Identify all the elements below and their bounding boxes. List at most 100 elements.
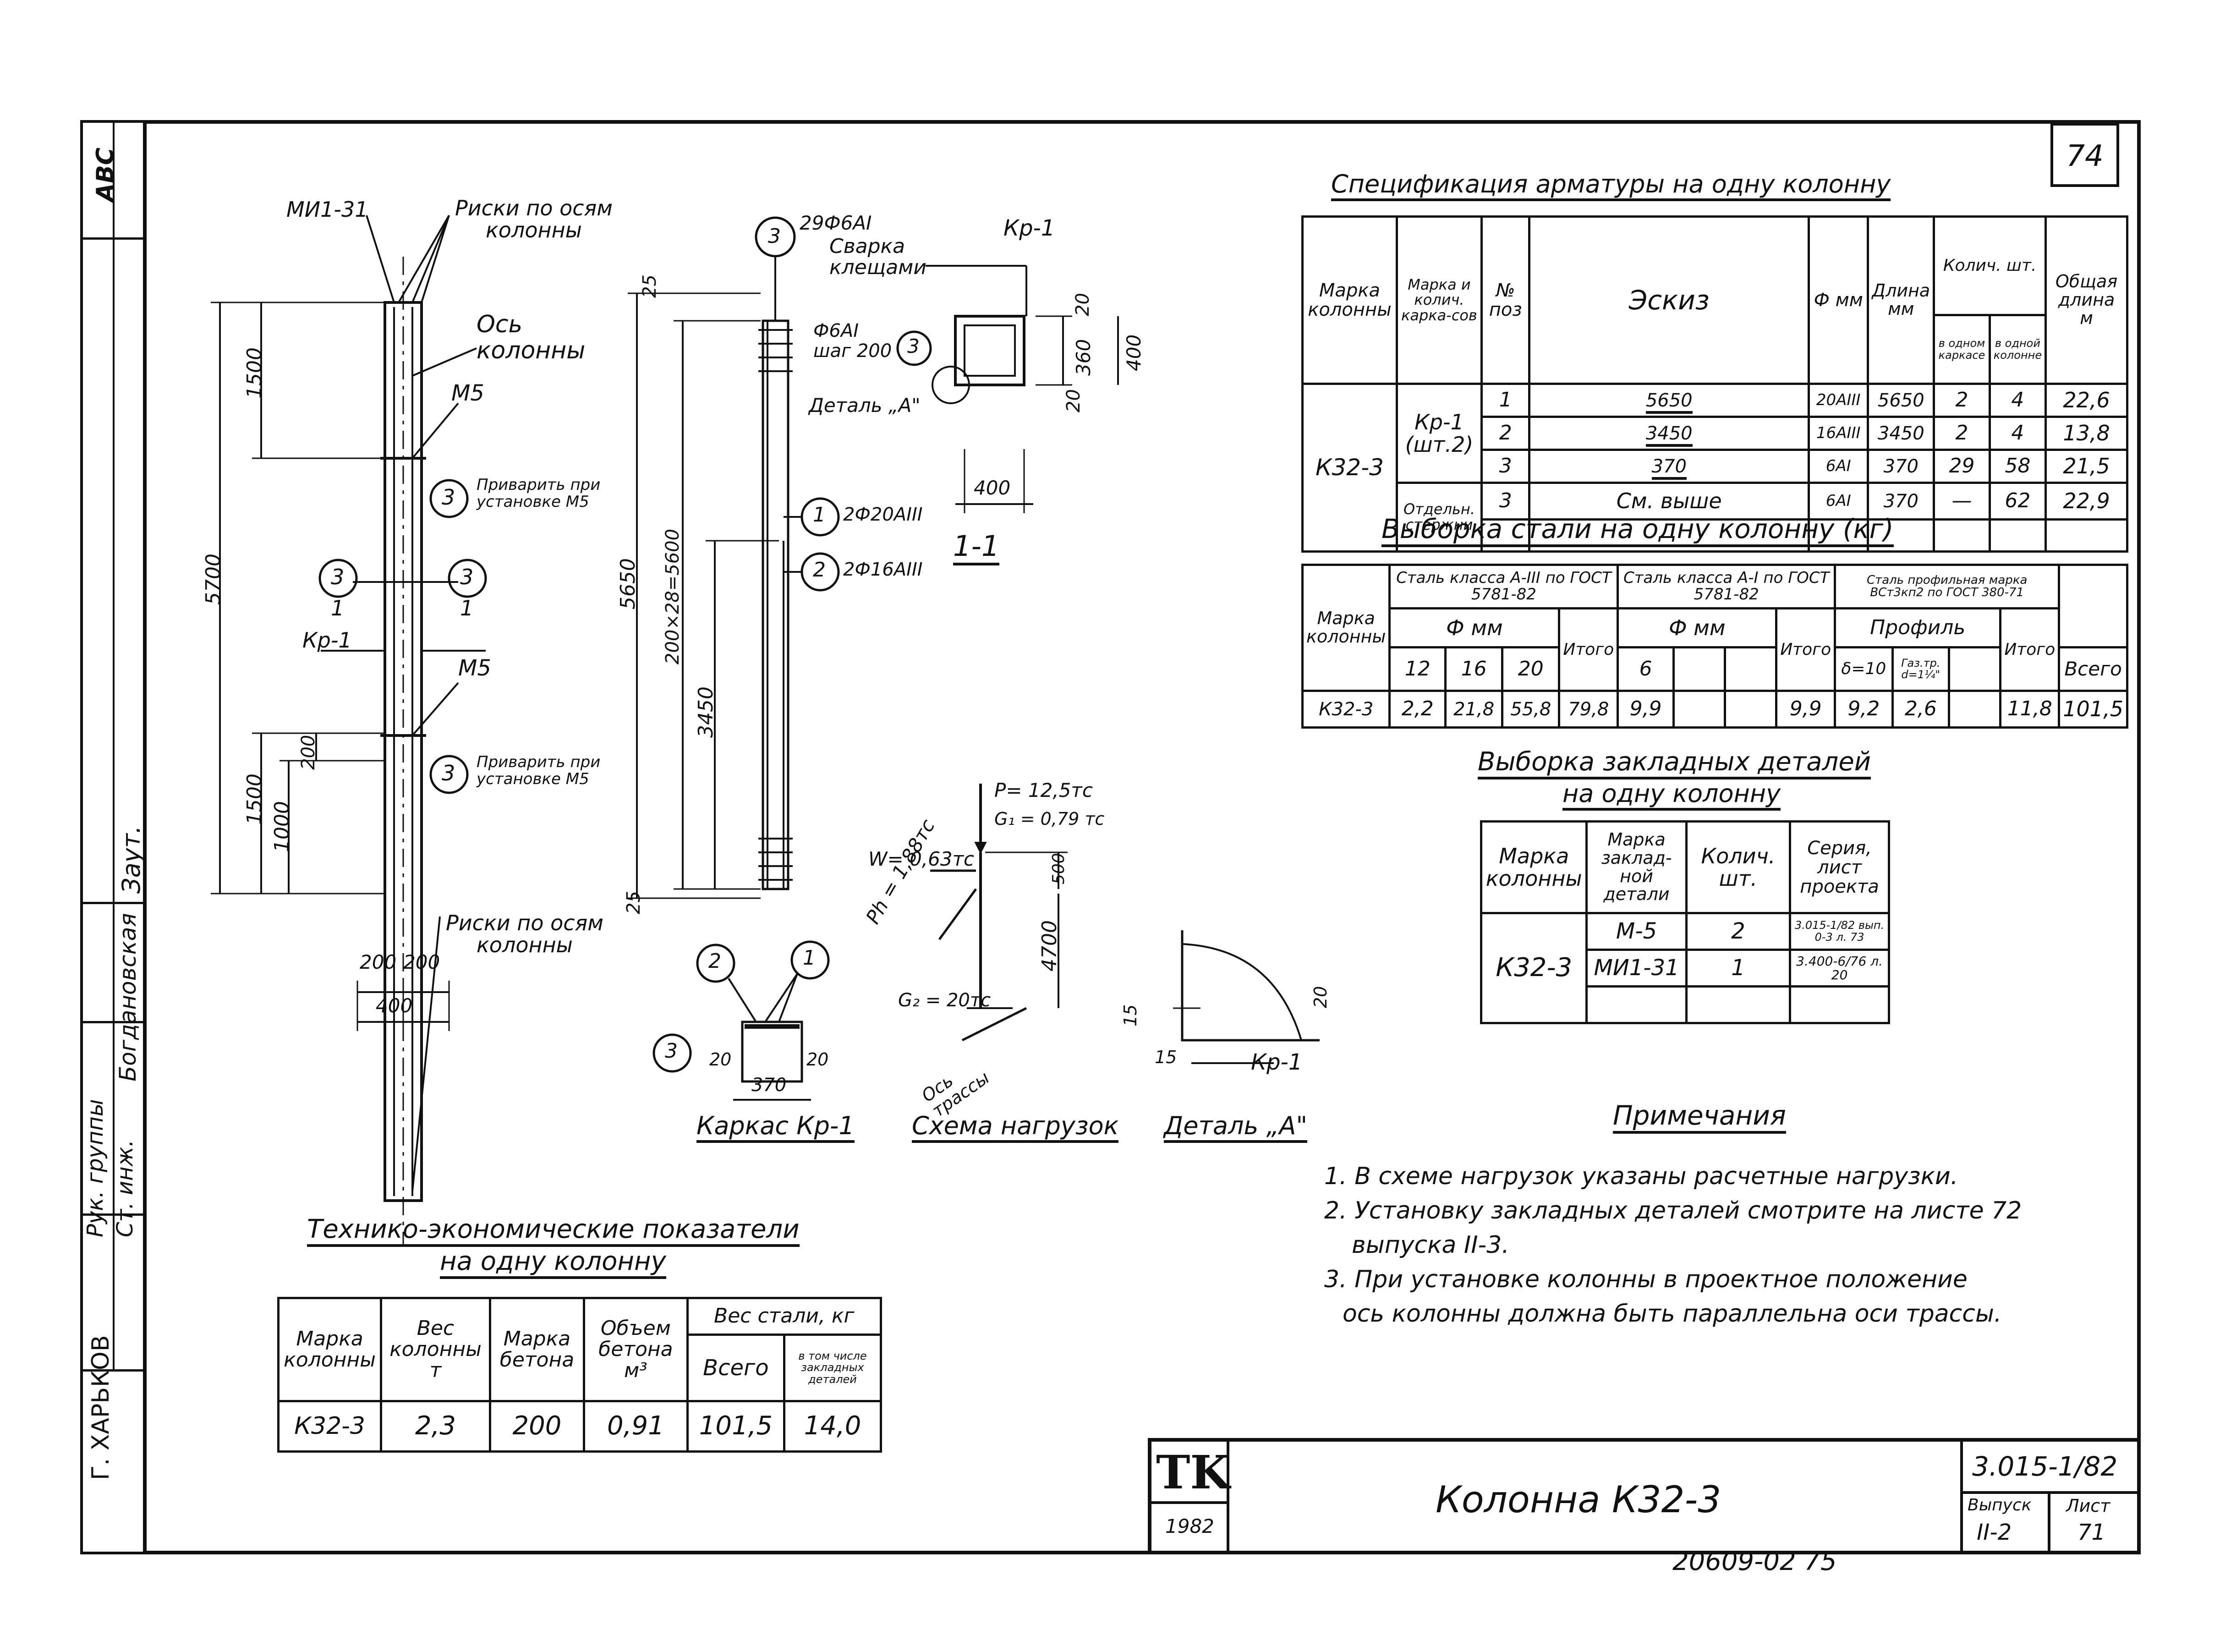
bottom-archive-number: 20609-02 75 (1672, 1547, 1837, 1574)
label-m5-top: М5 (451, 380, 484, 406)
steel-h-16: 16 (1444, 646, 1504, 692)
tech-r-volume: 0,91 (583, 1400, 689, 1453)
label-2f16aiii: 2Ф16АIII (843, 559, 923, 580)
spec-h-qty-frame: в одном каркасе (1933, 314, 1991, 385)
steel-h-itogo-a3: Итого (1558, 607, 1619, 692)
dim-200-right: 200 (403, 951, 440, 973)
dim-4700: 4700 (1038, 920, 1061, 971)
circle-2-kr: 2 (708, 949, 721, 973)
circle-3-section: 3 (907, 335, 920, 357)
tech-title-1: Технико-экономические показатели (307, 1214, 800, 1247)
label-load-w: W= 0,63тс (868, 848, 975, 870)
embed-col-mark: К32-3 (1480, 912, 1588, 1024)
steel-h-12: 12 (1388, 646, 1447, 692)
spec-r1-q2: 4 (1988, 383, 2047, 418)
steel-r-vsego: 101,5 (2058, 690, 2128, 729)
spec-r3-len: 370 (1867, 449, 1935, 484)
embed-h-qty: Колич. шт. (1685, 820, 1792, 914)
spec-title: Спецификация арматуры на одну колонну (1331, 170, 1891, 201)
dim-20-bottom: 20 (1063, 389, 1084, 412)
spec-r1-sketch-text: 5650 (1645, 390, 1693, 414)
note-2-cont: выпуска II-3. (1352, 1231, 1509, 1259)
tech-r-weight: 2,3 (380, 1400, 491, 1453)
label-load-g1: G₁ = 0,79 тс (994, 809, 1105, 829)
tech-r-concrete: 200 (488, 1400, 586, 1453)
steel-h-a3: Сталь класса А-III по ГОСТ 5781-82 (1388, 564, 1619, 609)
embed-r1-mark: М-5 (1585, 912, 1688, 951)
spec-r3-sketch-text: 370 (1651, 456, 1687, 480)
tech-h-concrete: Марка бетона (488, 1297, 586, 1402)
sheet-number: 74 (2066, 139, 2104, 173)
note-1: 1. В схеме нагрузок указаны расчетные на… (1324, 1163, 1958, 1190)
circle-3-left: 3 (331, 565, 345, 589)
steel-h-mark: Марка колонны (1301, 564, 1391, 692)
title-block-name: Колонна К32-3 (1436, 1478, 1721, 1521)
dim-5700: 5700 (202, 554, 225, 605)
spec-r4-pos: 3 (1480, 482, 1531, 521)
dim-20-kr-right: 20 (806, 1049, 829, 1070)
steel-h-prof: Сталь профильная марка ВСт3кп2 по ГОСТ 3… (1834, 564, 2061, 609)
dim-360: 360 (1072, 339, 1095, 376)
embed-r1-series: 3.015-1/82 вып. 0-3 л. 73 (1789, 912, 1890, 951)
steel-h-6: 6 (1617, 646, 1675, 692)
label-os-kolonny: Ось колонны (477, 311, 586, 365)
steel-table: Марка колонны Сталь класса А-III по ГОСТ… (1301, 564, 2128, 729)
label-weld-bottom: Приварить при установке М5 (477, 753, 601, 789)
label-2f20aiii: 2Ф20АIII (843, 504, 923, 525)
steel-r-itogo-prof: 11,8 (1999, 690, 2061, 729)
steel-r-itogo-a3: 79,8 (1558, 690, 1619, 729)
circle-3-frame: 3 (768, 225, 781, 248)
spec-r3-d: 6АI (1807, 449, 1869, 484)
spec-r1-pos: 1 (1480, 383, 1531, 418)
spec-kr-label: Кр-1 (шт.2) (1395, 383, 1483, 484)
label-step-200: Ф6АI шаг 200 (813, 320, 892, 362)
steel-r-16: 21,8 (1444, 690, 1504, 729)
label-detail-a-ref: Деталь „А" (809, 394, 921, 417)
spec-h-diam: Ф мм (1807, 215, 1869, 385)
spec-r1-q1: 2 (1933, 383, 1991, 418)
tk-stamp: TK 1982 (1151, 1442, 1230, 1554)
embed-r2-qty: 1 (1685, 949, 1792, 988)
steel-r-gaz: 2,6 (1891, 690, 1951, 729)
spec-h-pos: № поз (1480, 215, 1531, 385)
steel-h-profile: Профиль (1834, 607, 2002, 648)
label-kr1-section: Кр-1 (1003, 215, 1055, 241)
steel-h-itogo-prof: Итого (1999, 607, 2061, 692)
embed-table: Марка колонны Марка заклад-ной детали Ко… (1480, 820, 1890, 1024)
spec-r4-d: 6АI (1807, 482, 1869, 521)
title-block-right: 3.015-1/82 Выпуск II-2 Лист 71 (1960, 1442, 2141, 1554)
dim-400-vert: 400 (1123, 334, 1145, 371)
title-block-list: 71 (2077, 1520, 2106, 1545)
tech-title-2: на одну колонну (440, 1246, 666, 1279)
embed-r1-qty: 2 (1685, 912, 1792, 951)
label-svarka: Сварка клещами (829, 235, 926, 280)
spec-table: Марка колонны Марка и колич. карка-сов №… (1301, 215, 2128, 553)
spec-r1-total: 22,6 (2045, 383, 2128, 418)
title-block-code: 3.015-1/82 (1972, 1451, 2118, 1482)
embed-title-2: на одну колонну (1562, 779, 1781, 811)
circle-3-kr: 3 (665, 1039, 678, 1063)
note-2: 2. Установку закладных деталей смотрите … (1324, 1197, 2022, 1224)
steel-r-20: 55,8 (1501, 690, 1561, 729)
embed-r2-series: 3.400-6/76 л. 20 (1789, 949, 1890, 988)
steel-r-6: 9,9 (1617, 690, 1675, 729)
label-load-g2: G₂ = 20тс (898, 990, 991, 1011)
tech-h-steel: Вес стали, кг (686, 1297, 883, 1336)
dim-1000: 1000 (270, 801, 294, 852)
dim-1500-top: 1500 (243, 347, 266, 399)
circle-3-weld-bottom: 3 (442, 761, 455, 785)
tech-h-incl: в том числе закладных деталей (783, 1334, 882, 1402)
embed-h-part: Марка заклад-ной детали (1585, 820, 1688, 914)
dim-200x28: 200×28=5600 (662, 528, 683, 664)
steel-h-delta: δ=10 (1834, 646, 1894, 692)
section-1-1-title: 1-1 (953, 529, 1000, 565)
spec-h-qty-column: в одной колонне (1988, 314, 2047, 385)
label-weld-top: Приварить при установке М5 (477, 476, 601, 511)
spec-r2-total: 13,8 (2045, 416, 2128, 451)
tech-h-mark: Марка колонны (277, 1297, 383, 1402)
spec-h-frames: Марка и колич. карка-сов (1395, 215, 1483, 385)
spec-h-length: Длина мм (1867, 215, 1935, 385)
steel-h-gaz: Газ.тр. d=1¼" (1891, 646, 1951, 692)
side-signature-strip (80, 120, 143, 1554)
